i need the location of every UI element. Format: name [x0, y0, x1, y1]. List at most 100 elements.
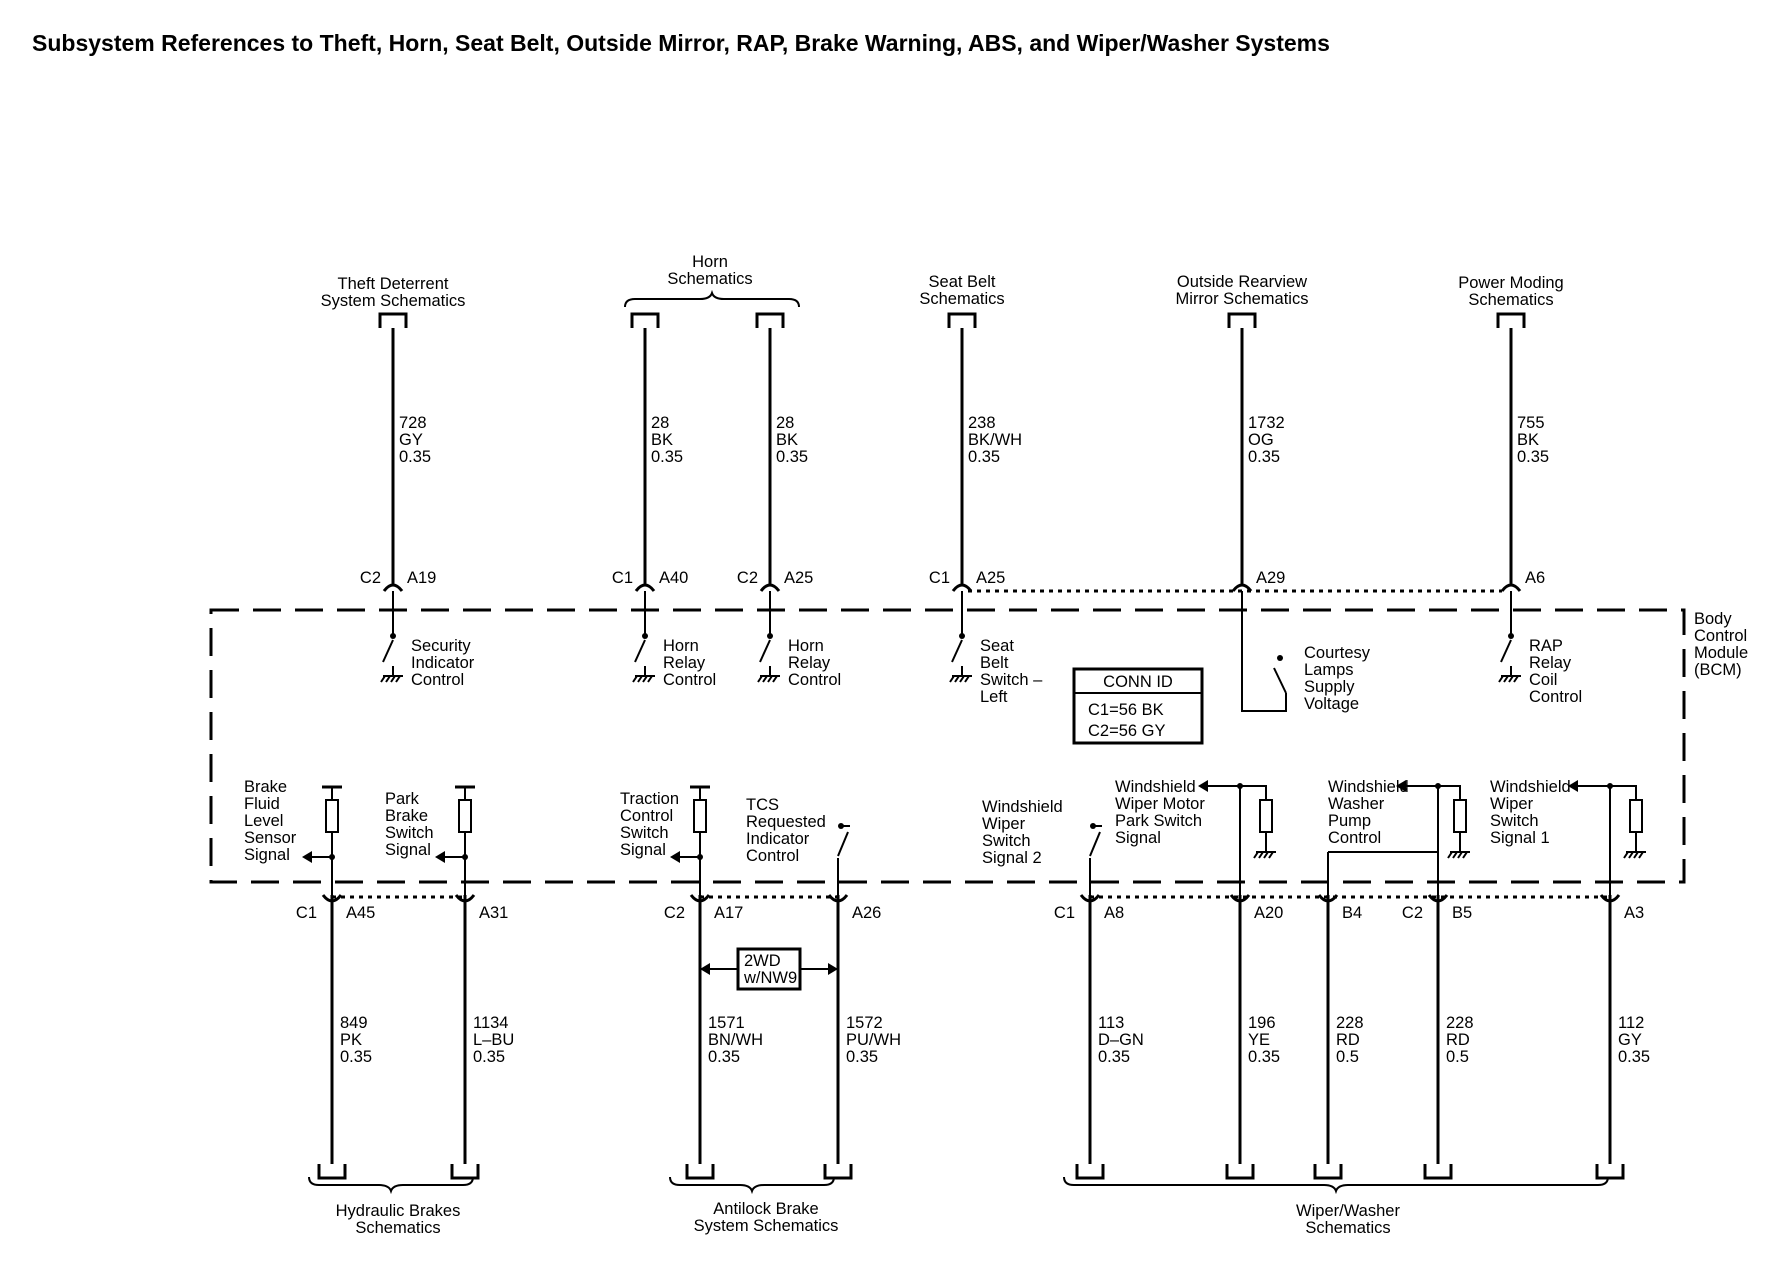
arrow-icon	[302, 851, 312, 863]
func-label-2: Switch	[385, 824, 434, 842]
wire-label-2: 0.35	[776, 448, 808, 466]
wire-label-2: 0.35	[1248, 448, 1280, 466]
ground-icon-hatch	[954, 675, 960, 683]
ref-terminal	[378, 312, 408, 328]
ground-icon	[1447, 851, 1453, 859]
ref-wiper-2: Schematics	[1305, 1219, 1390, 1237]
ref-terminal	[1225, 1164, 1255, 1180]
switch-node	[767, 633, 773, 639]
pin-label: A19	[407, 569, 436, 587]
pin-label: A3	[1624, 904, 1644, 922]
wire-label-0: 28	[776, 414, 794, 432]
ref-abs-1: Antilock Brake	[713, 1200, 818, 1218]
ref-terminal	[1313, 1164, 1343, 1180]
wire-label-2: 0.35	[1618, 1048, 1650, 1066]
ground-icon-hatch	[949, 675, 955, 683]
wire-label-1: BK/WH	[968, 431, 1022, 449]
wire-label-1: L–BU	[473, 1031, 514, 1049]
func-label-1: Wiper	[1490, 795, 1534, 813]
func-label-0: Seat	[980, 637, 1014, 655]
wire-label-1: GY	[1618, 1031, 1642, 1049]
wire-label-0: 755	[1517, 414, 1545, 432]
func-label-2: Level	[244, 812, 283, 830]
func-label-0: Windshield	[1490, 778, 1571, 796]
wire-label-0: 238	[968, 414, 996, 432]
conn-id-header: CONN ID	[1103, 673, 1173, 691]
func-label-3: Signal	[620, 841, 666, 859]
ref-terminal	[317, 1164, 347, 1180]
ref-theft-2: System Schematics	[321, 292, 466, 310]
wire-label-2: 0.35	[846, 1048, 878, 1066]
connector-symbol	[759, 583, 781, 592]
conn-label: C2	[664, 904, 685, 922]
pin-label: B5	[1452, 904, 1472, 922]
option-line2: w/NW9	[743, 969, 797, 987]
wire-label-2: 0.5	[1446, 1048, 1469, 1066]
pin-label: A20	[1254, 904, 1283, 922]
wire-label-0: 1134	[473, 1014, 508, 1032]
wire-label-2: 0.35	[1517, 448, 1549, 466]
ground-icon-hatch	[762, 675, 768, 683]
ground-icon-hatch	[647, 675, 653, 683]
func-label-0: RAP	[1529, 637, 1563, 655]
res-feed	[1438, 785, 1461, 800]
func-label-2: Switch	[982, 832, 1031, 850]
wire-label-2: 0.5	[1336, 1048, 1359, 1066]
wire-label-0: 228	[1336, 1014, 1364, 1032]
switch-node	[390, 633, 396, 639]
conn-id-c1: C1=56 BK	[1088, 701, 1164, 719]
func-label-0: Traction	[620, 790, 679, 808]
res-feed	[1610, 785, 1637, 800]
ground-icon	[1253, 851, 1259, 859]
func-label-1: Wiper Motor	[1115, 795, 1205, 813]
ground-icon-hatch	[1508, 675, 1514, 683]
func-label-4: Signal	[244, 846, 290, 864]
ref-power-1: Power Moding	[1458, 274, 1563, 292]
pin-label: A25	[976, 569, 1005, 587]
conn-id-box: CONN ID C1=56 BK C2=56 GY	[1072, 667, 1204, 745]
func-label-2: Switch	[620, 824, 669, 842]
ground-icon-hatch	[395, 675, 401, 683]
switch-node	[959, 633, 965, 639]
wire-label-2: 0.35	[651, 448, 683, 466]
ref-mirror-2: Mirror Schematics	[1176, 290, 1309, 308]
func-label-2: Indicator	[746, 830, 810, 848]
ref-terminal	[450, 1164, 480, 1180]
wire-label-1: YE	[1248, 1031, 1270, 1049]
wire-label-0: 113	[1098, 1014, 1124, 1032]
conn-label: C1	[296, 904, 317, 922]
conn-label: C2	[1402, 904, 1423, 922]
ground-icon	[1452, 851, 1458, 859]
switch-node	[642, 633, 648, 639]
func-label-3: Signal 1	[1490, 829, 1550, 847]
wire-label-2: 0.35	[708, 1048, 740, 1066]
func-label-1: Washer	[1328, 795, 1385, 813]
ref-terminal	[1496, 312, 1526, 328]
func-label-3: Sensor	[244, 829, 297, 847]
wire-label-1: OG	[1248, 431, 1274, 449]
func-label-1: Belt	[980, 654, 1009, 672]
func-label-2: Switch –	[980, 671, 1043, 689]
connector-symbol	[634, 583, 656, 592]
conn-label: C1	[929, 569, 950, 587]
bcm-label-1: Body	[1694, 610, 1732, 628]
connector-links	[332, 589, 1610, 899]
ref-hydraulic-2: Schematics	[355, 1219, 440, 1237]
func-label-0: Park	[385, 790, 420, 808]
func-label-0: Horn	[663, 637, 699, 655]
wire-label-0: 112	[1618, 1014, 1644, 1032]
func-label-0: Windshield	[982, 798, 1063, 816]
ground-icon-hatch	[390, 675, 396, 683]
arrow-icon	[1568, 780, 1578, 792]
func-label-1: Control	[620, 807, 673, 825]
arrow-icon	[1396, 780, 1406, 792]
ref-hydraulic-1: Hydraulic Brakes	[336, 1202, 461, 1220]
wire-label-2: 0.35	[473, 1048, 505, 1066]
